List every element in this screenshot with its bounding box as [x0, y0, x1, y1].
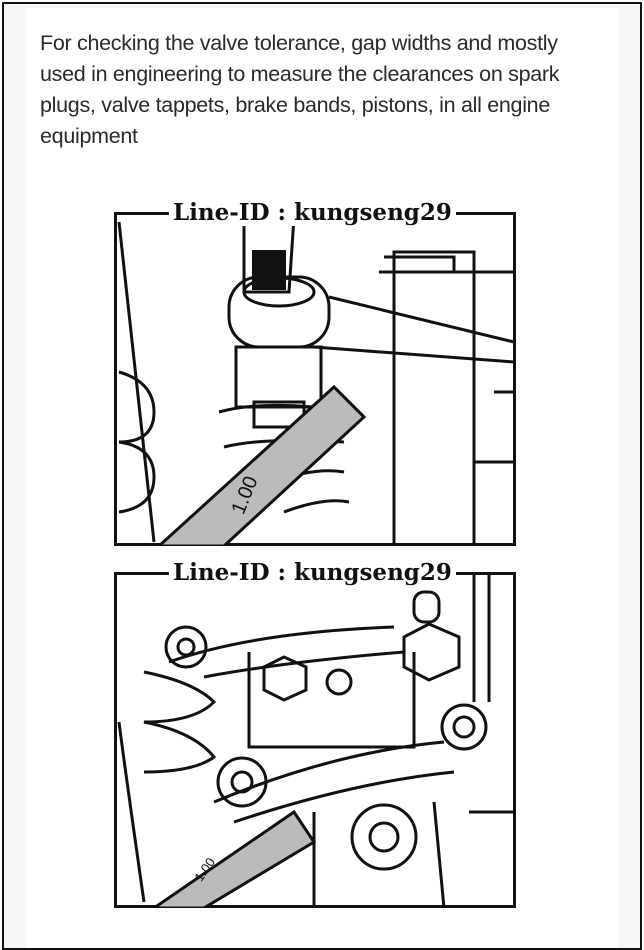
- watermark: Line-ID : kungseng29: [169, 200, 456, 226]
- figure-2-illustration: [114, 572, 516, 908]
- figure-rocker-arm-feeler: Line-ID : kungseng29 1.00: [114, 560, 516, 908]
- figure-valve-tappet-feeler: Line-ID : kungseng29 1.00: [114, 200, 516, 546]
- figure-1-illustration: [114, 212, 516, 546]
- watermark: Line-ID : kungseng29: [169, 560, 456, 586]
- description-text: For checking the valve tolerance, gap wi…: [40, 31, 560, 148]
